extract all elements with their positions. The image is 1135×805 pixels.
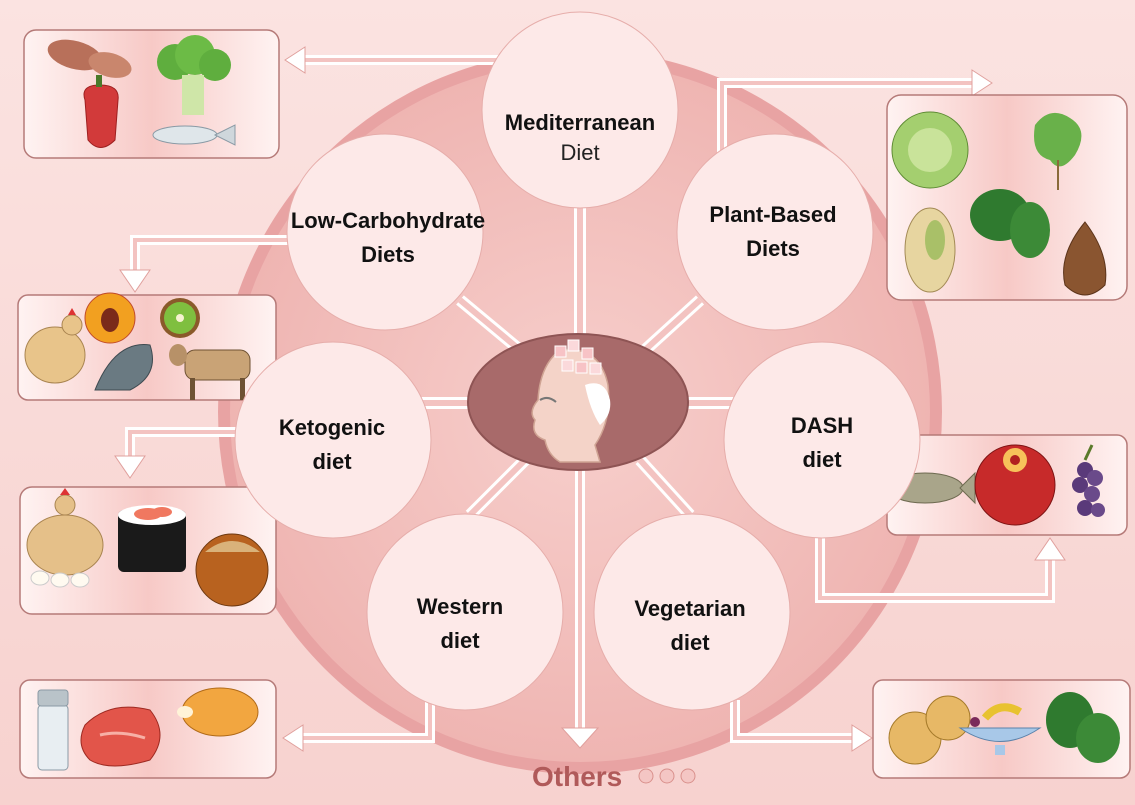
others-label: Others bbox=[532, 761, 622, 792]
panel-vegetarian-foods bbox=[873, 680, 1130, 778]
kiwi-icon bbox=[160, 298, 200, 338]
panel-ketogenic-foods bbox=[20, 487, 276, 614]
panel-western-foods bbox=[20, 680, 276, 778]
sushi-icon bbox=[118, 505, 186, 572]
mediterranean-label-line1: Mediterranean bbox=[505, 110, 655, 135]
vegetarian-label-line2: diet bbox=[670, 630, 710, 655]
mediterranean-label-line2: Diet bbox=[560, 140, 599, 165]
vegetarian-label-line1: Vegetarian bbox=[634, 596, 745, 621]
ellipsis-dot bbox=[639, 769, 653, 783]
ellipsis-dot bbox=[660, 769, 674, 783]
salt-shaker-icon bbox=[38, 690, 68, 770]
diet-node-dash: DASH diet bbox=[724, 342, 920, 538]
diet-node-ketogenic: Ketogenic diet bbox=[235, 342, 431, 538]
western-label-line1: Western bbox=[417, 594, 503, 619]
panel-plant-based-foods bbox=[887, 95, 1127, 300]
panel-mediterranean-foods bbox=[24, 30, 279, 158]
center-node bbox=[468, 334, 688, 470]
western-label-line2: diet bbox=[440, 628, 480, 653]
diet-node-mediterranean: Mediterranean Diet bbox=[482, 12, 678, 208]
peach-icon bbox=[85, 293, 135, 343]
diet-node-plant-based: Plant-Based Diets bbox=[677, 134, 873, 330]
low-carb-label-line1: Low-Carbohydrate bbox=[291, 208, 485, 233]
panel-dash-foods bbox=[887, 435, 1127, 535]
pistachio-icon bbox=[905, 208, 955, 292]
dash-label-line1: DASH bbox=[791, 413, 853, 438]
dash-label-line2: diet bbox=[802, 447, 842, 472]
diet-node-low-carb: Low-Carbohydrate Diets bbox=[287, 134, 485, 330]
plant-based-label-line2: Diets bbox=[746, 236, 800, 261]
pomegranate-icon bbox=[975, 445, 1055, 525]
ketogenic-label-line1: Ketogenic bbox=[279, 415, 385, 440]
diet-node-western: Western diet bbox=[367, 514, 563, 710]
panel-low-carb-foods bbox=[18, 293, 276, 400]
diet-node-vegetarian: Vegetarian diet bbox=[594, 514, 790, 710]
cabbage-icon bbox=[892, 112, 968, 188]
ellipsis-dot bbox=[681, 769, 695, 783]
hazelnut-icon bbox=[196, 534, 268, 606]
low-carb-label-line2: Diets bbox=[361, 242, 415, 267]
ketogenic-label-line2: diet bbox=[312, 449, 352, 474]
plant-based-label-line1: Plant-Based bbox=[709, 202, 836, 227]
